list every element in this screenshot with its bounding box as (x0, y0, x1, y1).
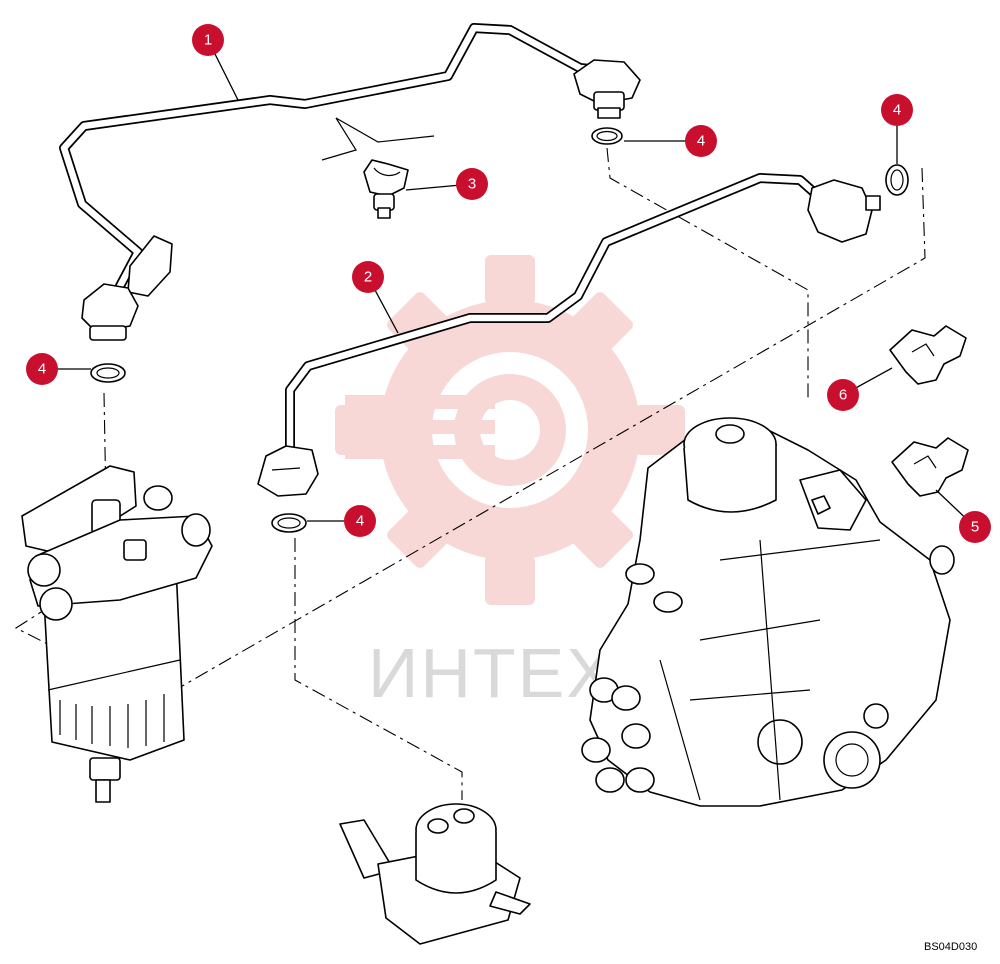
callout: 5 (959, 511, 991, 543)
fuel-pipe-1 (59, 23, 605, 297)
banjo-fitting-right (807, 179, 881, 243)
banjo-fitting-lower (257, 445, 319, 497)
callout: 2 (352, 261, 384, 293)
callout-label: 6 (839, 387, 847, 404)
watermark-text: ИНТЕХ (368, 634, 615, 712)
pipe-clip (363, 159, 409, 219)
callout: 4 (344, 505, 376, 537)
watermark-logo (335, 255, 685, 605)
callout-label: 4 (356, 513, 364, 530)
fuel-filter (21, 465, 213, 803)
callout-label: 1 (204, 32, 212, 49)
pipe-clamp-6 (889, 325, 967, 385)
o-ring-washers (90, 127, 909, 533)
callout: 4 (881, 94, 913, 126)
banjo-fitting-left (81, 283, 139, 341)
fuel-pipe-2 (285, 173, 823, 457)
pipe-clamp-5 (891, 437, 969, 497)
drawing-code: BS04D030 (924, 941, 977, 953)
injection-pump (581, 417, 955, 807)
callout-label: 4 (893, 102, 901, 119)
callout-label: 5 (971, 519, 979, 536)
callout-label: 2 (364, 269, 372, 286)
callout: 6 (827, 379, 859, 411)
callout: 4 (26, 353, 58, 385)
callout: 1 (192, 24, 224, 56)
callout-label: 4 (38, 361, 46, 378)
callout: 3 (456, 168, 488, 200)
banjo-fitting-top (573, 59, 641, 119)
callout-label: 4 (697, 133, 705, 150)
callout: 4 (685, 125, 717, 157)
callout-label: 3 (468, 176, 476, 193)
feed-pump (339, 803, 531, 945)
